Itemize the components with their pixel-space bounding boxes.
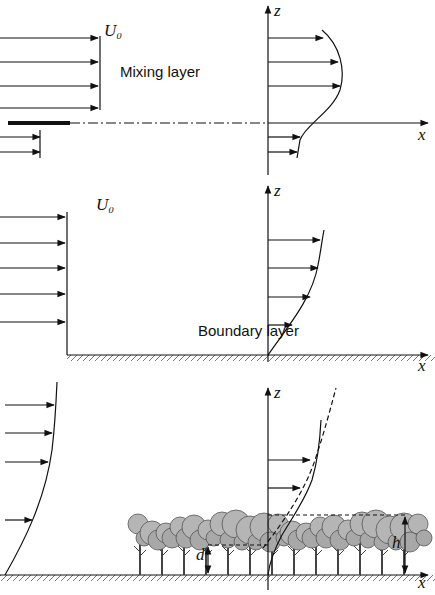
- symbol-label: x: [418, 126, 426, 145]
- symbol-label: U₀: [104, 22, 122, 41]
- symbol-label: z: [274, 182, 281, 201]
- tree-part: [354, 546, 360, 552]
- tree-part: [338, 550, 344, 556]
- tree-part: [294, 550, 300, 556]
- region-label: Mixing layer: [120, 64, 200, 81]
- tree-part: [206, 550, 212, 556]
- symbol-label: z: [274, 384, 281, 403]
- tree-part: [184, 550, 190, 556]
- symbol-label: U₀: [96, 196, 114, 215]
- symbol-label: d: [196, 546, 205, 565]
- tree-part: [250, 550, 256, 556]
- symbol-label: z: [274, 2, 281, 21]
- tree-part: [316, 550, 322, 556]
- symbol-label: x: [418, 574, 426, 593]
- tree-part: [359, 540, 361, 575]
- tree-part: [416, 530, 432, 546]
- tree-part: [228, 550, 234, 556]
- symbol-label: x: [418, 357, 426, 376]
- tree-part: [382, 550, 388, 556]
- tree-part: [134, 546, 140, 552]
- tree-part: [162, 550, 168, 556]
- symbol-label: h: [392, 534, 401, 553]
- region-label: Boundary layer: [198, 323, 299, 340]
- tree-part: [140, 550, 146, 556]
- tree-part: [360, 550, 366, 556]
